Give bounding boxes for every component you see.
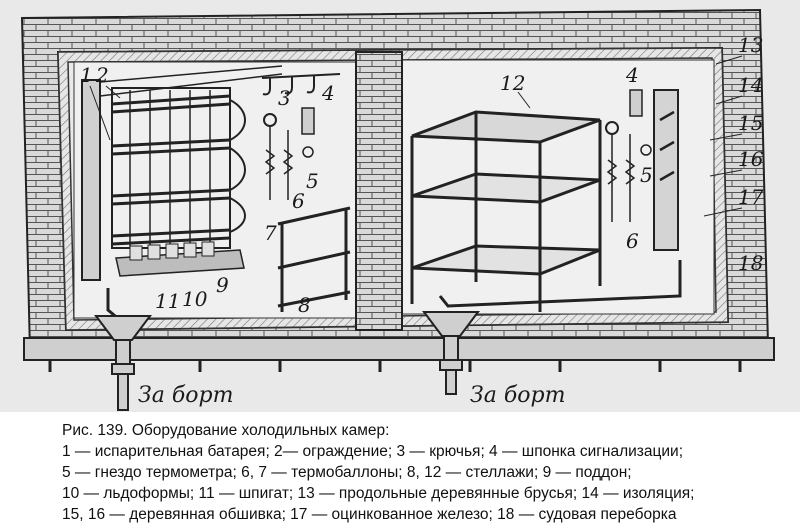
- callout-5-right: 5: [640, 163, 653, 187]
- ice-moulds: [129, 241, 215, 261]
- callout-12: 12: [500, 71, 525, 95]
- callout-14: 14: [738, 73, 763, 97]
- overboard-label-right: За борт: [470, 383, 565, 408]
- battery-guard: [99, 65, 283, 97]
- wooden-lining: [57, 47, 729, 331]
- caption-line-2: 5 — гнездо термометра; 6, 7 — термобалло…: [62, 464, 632, 481]
- callout-18: 18: [738, 251, 763, 275]
- overboard-label-left: За борт: [138, 383, 233, 408]
- caption-line-3: 10 — льдоформы; 11 — шпигат; 13 — продол…: [62, 485, 695, 502]
- callout-5: 5: [306, 169, 319, 193]
- shelving-left: [277, 206, 351, 312]
- signal-key-right: [629, 89, 643, 117]
- callout-2: 2: [95, 63, 109, 87]
- thermo-bulbs-left: [264, 126, 314, 200]
- caption-title: Рис. 139. Оборудование холодильных камер…: [62, 422, 390, 439]
- evaporator-battery: [81, 79, 246, 281]
- figure-caption: Рис. 139. Оборудование холодильных камер…: [62, 420, 792, 525]
- callout-1: 1: [80, 63, 93, 87]
- callout-15: 15: [738, 111, 763, 135]
- central-partition: [355, 51, 403, 331]
- callout-3: 3: [278, 86, 291, 110]
- deck-band: [23, 337, 775, 361]
- shelving-right: [410, 110, 602, 312]
- scupper-left: [94, 315, 152, 411]
- leader-lines: [89, 55, 743, 217]
- caption-line-1: 1 — испарительная батарея; 2— ограждение…: [62, 443, 684, 460]
- thermo-bulbs-right: [606, 134, 652, 222]
- callout-17: 17: [738, 185, 764, 209]
- signal-key-left: [301, 107, 315, 135]
- callout-16: 16: [738, 147, 764, 171]
- refrigeration-chamber-drawing: 1 2 3 4 5 6 7 8 9 10 11 12 13 14 15 16 1…: [0, 0, 800, 412]
- callout-11: 11: [155, 289, 180, 313]
- meat-hooks: [261, 73, 341, 96]
- callout-8: 8: [298, 293, 311, 317]
- callout-10: 10: [182, 287, 208, 311]
- callout-9: 9: [216, 273, 229, 297]
- callout-4-right: 4: [625, 63, 639, 87]
- callout-13: 13: [738, 33, 763, 57]
- scupper-right: [422, 311, 480, 395]
- callout-7: 7: [264, 221, 277, 245]
- callout-6-right: 6: [626, 229, 639, 253]
- wall-battery-right: [653, 89, 679, 251]
- callout-6: 6: [292, 189, 305, 213]
- callout-4: 4: [321, 81, 335, 105]
- caption-line-4: 15, 16 — деревянная обшивка; 17 — оцинко…: [62, 506, 677, 523]
